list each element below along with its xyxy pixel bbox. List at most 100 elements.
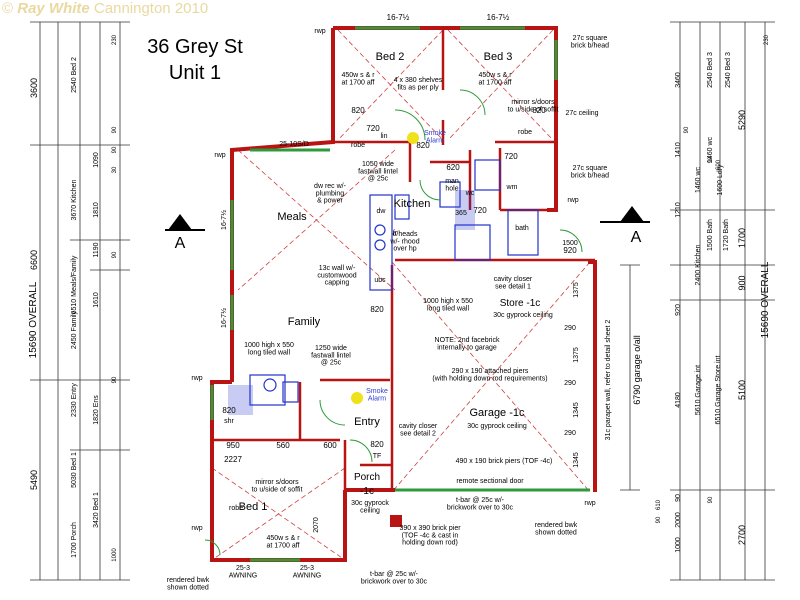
section-marker-icon	[620, 206, 644, 222]
plan-label: 1345	[573, 402, 580, 418]
room-label-dw: dw	[377, 208, 387, 215]
plan-label: 16-7½	[487, 13, 510, 22]
left-room-dim: 6510 Meals/Family	[71, 255, 78, 314]
left-sub-dim: 1190	[93, 242, 100, 257]
left-sub-dim: 1810	[93, 202, 100, 218]
plan-label: 600	[323, 441, 337, 450]
plan-label: rwp	[191, 375, 202, 382]
left-sub-dim: 1820 Ens	[93, 395, 100, 425]
section-marker-label: A	[631, 229, 642, 246]
address-title: 36 Grey St	[147, 36, 243, 58]
room-label-lin: lin	[380, 133, 387, 140]
plan-label: 820	[416, 141, 430, 150]
room-label-garage-ceiling: 30c gyprock ceiling	[467, 423, 527, 430]
room-label-porch-level: -1c	[360, 486, 374, 497]
left-overall-dim: 15690 OVERALL	[28, 281, 39, 358]
right-room-dim: 5610 Garage int	[695, 365, 702, 415]
room-label-wc: wc	[465, 190, 475, 197]
watermark-symbol: ©	[2, 0, 14, 17]
room-label-garage: Garage -1c	[469, 407, 525, 419]
left-room-dim: 2450 Family	[71, 310, 78, 349]
right-sub-dim: 4180	[675, 392, 682, 408]
room-label-ubc: ubc	[374, 277, 386, 284]
plan-label: 620	[446, 163, 460, 172]
plan-label: 16-7½	[220, 210, 228, 230]
plan-label: rwp	[314, 28, 325, 35]
left-sub-dim: 1610	[93, 292, 100, 308]
plan-label: 720	[504, 152, 518, 161]
plan-label: 950	[226, 441, 240, 450]
plan-label: 820	[532, 106, 546, 115]
plan-label: 290 x 190 attached piers(with holding do…	[432, 368, 547, 382]
right-outer-dim: 5290	[737, 110, 747, 130]
plan-label: 2227	[224, 455, 242, 464]
left-room-dim: 2330 Entry	[71, 383, 78, 417]
watermark-brand: Ray White	[17, 0, 90, 17]
right-outer-dim: 900	[737, 275, 747, 290]
left-outer-dim: 5490	[29, 470, 39, 490]
left-room-dim: 2540 Bed 2	[71, 57, 78, 93]
plan-label: rwp	[191, 525, 202, 532]
left-room-dim: 5030 Bed 1	[71, 452, 78, 488]
room-label-robe: robe	[229, 505, 243, 512]
room-label-wm: wm	[506, 184, 518, 191]
room-label-bed3: Bed 3	[484, 51, 513, 63]
plan-label: 820	[370, 440, 384, 449]
window-segments	[210, 26, 590, 562]
left-room-dim: 3670 Kitchen	[71, 179, 78, 220]
tiled-hatch	[228, 190, 475, 415]
plan-label: rwp	[584, 500, 595, 507]
plan-label: 1375	[573, 347, 580, 363]
room-label-entry: Entry	[354, 416, 380, 428]
right-outer-dim: 2700	[737, 525, 747, 545]
right-room-dim: 1600 Ldry	[717, 164, 724, 196]
plan-label: 290	[564, 380, 576, 387]
right-sub-dim: 3460	[675, 72, 682, 88]
plan-label: t-bar @ 25c w/-brickwork over to 30c	[447, 497, 514, 511]
right-room-dim: 1460 wc	[695, 166, 702, 193]
unit-title: Unit 1	[168, 62, 222, 84]
plan-label: 820	[351, 106, 365, 115]
plan-label: 25-10S/D	[279, 141, 309, 148]
plan-label: 920	[563, 246, 577, 255]
left-room-dim: 1700 Porch	[71, 522, 78, 558]
left-dimension-lines	[30, 21, 130, 581]
right-room-dim: 2540 Bed 3	[707, 52, 714, 88]
watermark-suffix: Cannington 2010	[93, 0, 209, 17]
plan-label: 1375	[573, 282, 580, 298]
plan-label: 1500	[562, 240, 578, 247]
plan-label: rwp	[567, 197, 578, 204]
right-sub-dim: 920	[675, 304, 682, 316]
right-sub-dim: 2000	[675, 512, 682, 528]
room-label-family: Family	[288, 316, 321, 328]
room-label-meals: Meals	[277, 211, 307, 223]
plan-label: 365	[455, 210, 467, 217]
plan-label: 720	[473, 206, 487, 215]
right-small-dim: 90	[656, 516, 662, 523]
plan-label: rwp	[214, 152, 225, 159]
smoke-alarm-icon	[351, 392, 363, 404]
left-small-dim: 90	[112, 126, 118, 133]
left-small-dim: 90	[112, 251, 118, 258]
right-small-dim: 230	[764, 34, 770, 45]
room-label-bath: bath	[515, 225, 529, 232]
kitchen-fittings	[249, 159, 539, 406]
left-outer-dim: 6600	[29, 250, 39, 270]
plan-label: 16-7½	[387, 13, 410, 22]
